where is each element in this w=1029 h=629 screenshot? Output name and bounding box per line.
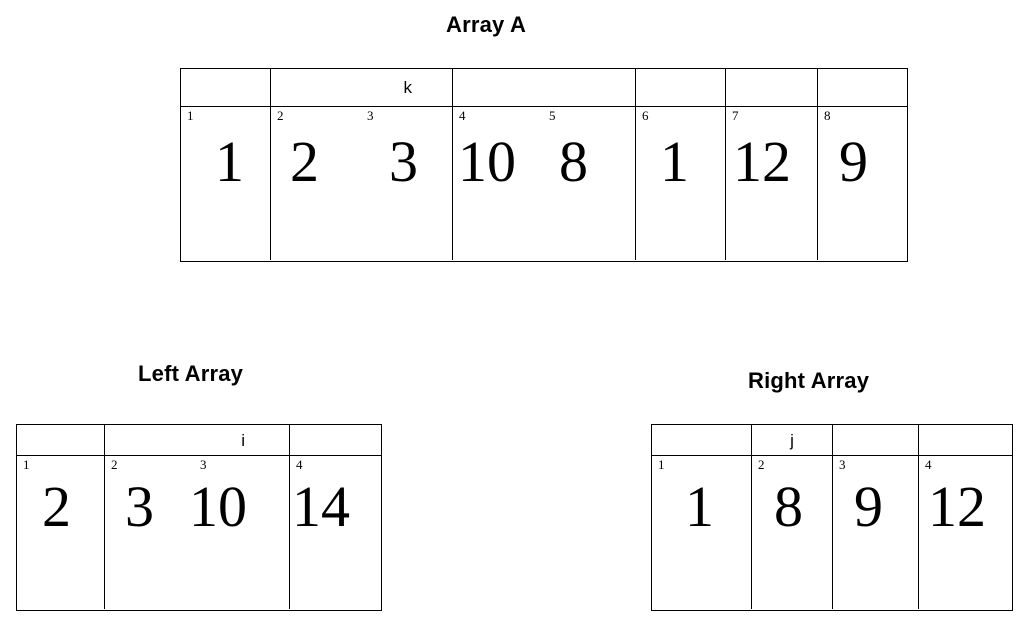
array-a-value-4: 10 bbox=[458, 129, 516, 194]
right-array-value-2: 8 bbox=[774, 474, 803, 539]
array-a-value-2: 2 bbox=[290, 129, 319, 194]
pointer-j-label: j bbox=[790, 430, 794, 450]
array-a-index-7: 7 bbox=[732, 108, 739, 123]
left-array-cell-group-4: 4 14 bbox=[290, 456, 380, 609]
array-a-value-8: 9 bbox=[839, 129, 868, 194]
array-a-cell-group-1: 1 1 bbox=[181, 107, 271, 260]
left-array-index-2: 2 bbox=[111, 457, 118, 472]
right-array-value-row: 1 1 2 8 3 9 4 12 bbox=[652, 456, 1012, 609]
array-a-title: Array A bbox=[446, 12, 527, 37]
pointer-i-label: i bbox=[241, 430, 245, 450]
left-array-value-row: 1 2 2 3 3 10 4 14 bbox=[17, 456, 381, 609]
array-a-index-4: 4 bbox=[459, 108, 466, 123]
array-a-pointer-slot-5 bbox=[726, 69, 818, 106]
left-array-title: Left Array bbox=[138, 361, 244, 386]
array-a-cell-group-4-5: 4 5 10 8 bbox=[453, 107, 636, 260]
left-array-value-1: 2 bbox=[42, 474, 71, 539]
pointer-k-label: k bbox=[403, 78, 413, 97]
left-array-pointer-slot-3 bbox=[290, 425, 380, 455]
array-a-pointer-slot-6 bbox=[818, 69, 907, 106]
right-array-cell-group-1: 1 1 bbox=[652, 456, 752, 609]
array-a-cell-group-2-3: 2 3 2 3 bbox=[271, 107, 453, 260]
left-array-value-2: 3 bbox=[125, 474, 154, 539]
array-a-index-2: 2 bbox=[277, 108, 284, 123]
right-array-index-4: 4 bbox=[925, 457, 932, 472]
right-array-cell-group-4: 4 12 bbox=[919, 456, 1011, 609]
right-array-index-1: 1 bbox=[658, 457, 665, 472]
right-array-title: Right Array bbox=[748, 368, 870, 393]
left-array-pointer-slot-1 bbox=[17, 425, 105, 455]
right-array-pointer-row: j bbox=[652, 425, 1012, 456]
array-a-pointer-slot-k: k bbox=[271, 69, 453, 106]
left-array-value-4: 14 bbox=[292, 474, 350, 539]
right-array-pointer-slot-4 bbox=[919, 425, 1011, 455]
left-array-cell-group-2-3: 2 3 3 10 bbox=[105, 456, 290, 609]
left-array-index-4: 4 bbox=[296, 457, 303, 472]
left-array-index-3: 3 bbox=[200, 457, 207, 472]
right-array-cell-group-3: 3 9 bbox=[833, 456, 919, 609]
array-a-index-5: 5 bbox=[549, 108, 556, 123]
right-array-value-3: 9 bbox=[854, 474, 883, 539]
right-array-pointer-slot-j: j bbox=[752, 425, 833, 455]
array-a-value-6: 1 bbox=[660, 129, 689, 194]
array-a-index-3: 3 bbox=[367, 108, 374, 123]
array-a-value-7: 12 bbox=[733, 129, 791, 194]
array-a-value-1: 1 bbox=[215, 129, 244, 194]
right-array-cell-group-2: 2 8 bbox=[752, 456, 833, 609]
left-array-cell-group-1: 1 2 bbox=[17, 456, 105, 609]
array-a-value-5: 8 bbox=[559, 129, 588, 194]
right-array-index-3: 3 bbox=[839, 457, 846, 472]
right-array-pointer-slot-3 bbox=[833, 425, 919, 455]
right-array-value-1: 1 bbox=[685, 474, 714, 539]
array-a-cell-group-6: 6 1 bbox=[636, 107, 726, 260]
array-a-pointer-slot-4 bbox=[636, 69, 726, 106]
array-a-cell-group-8: 8 9 bbox=[818, 107, 907, 260]
left-array-pointer-slot-i: i bbox=[105, 425, 290, 455]
left-array-table: i 1 2 2 3 3 10 4 14 bbox=[16, 424, 382, 611]
array-a-value-row: 1 1 2 3 2 3 4 5 10 8 6 1 7 12 8 9 bbox=[181, 107, 907, 260]
array-a-index-6: 6 bbox=[642, 108, 649, 123]
array-a-pointer-row: k bbox=[181, 69, 907, 107]
right-array-index-2: 2 bbox=[758, 457, 765, 472]
left-array-index-1: 1 bbox=[23, 457, 30, 472]
array-a-table: k 1 1 2 3 2 3 4 5 10 8 6 1 7 12 bbox=[180, 68, 908, 262]
left-array-value-3: 10 bbox=[189, 474, 247, 539]
left-array-pointer-row: i bbox=[17, 425, 381, 456]
array-a-index-8: 8 bbox=[824, 108, 831, 123]
array-a-cell-group-7: 7 12 bbox=[726, 107, 818, 260]
right-array-table: j 1 1 2 8 3 9 4 12 bbox=[651, 424, 1013, 611]
right-array-value-4: 12 bbox=[928, 474, 986, 539]
array-a-pointer-slot-1 bbox=[181, 69, 271, 106]
array-a-pointer-slot-3 bbox=[453, 69, 636, 106]
right-array-pointer-slot-1 bbox=[652, 425, 752, 455]
array-a-index-1: 1 bbox=[187, 108, 194, 123]
array-a-value-3: 3 bbox=[389, 129, 418, 194]
